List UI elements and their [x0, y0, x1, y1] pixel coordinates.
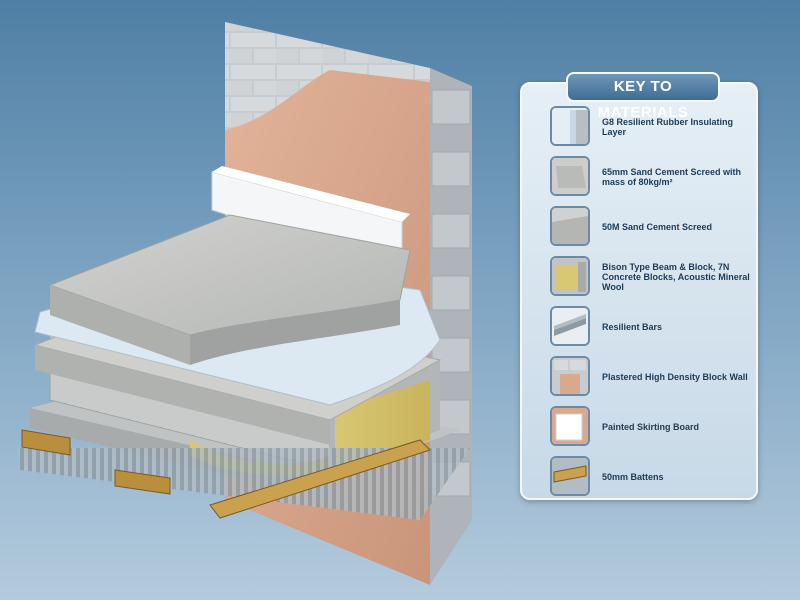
key-item-screed50: 50M Sand Cement Screed: [550, 206, 750, 248]
battens-icon: [550, 456, 590, 496]
ceiling-battens: [18, 429, 470, 520]
key-item-label: 65mm Sand Cement Screed with mass of 80k…: [602, 167, 742, 187]
key-item-label: 50M Sand Cement Screed: [602, 222, 713, 232]
key-item-label: Painted Skirting Board: [602, 422, 700, 432]
key-title: KEY TO MATERIALS: [566, 72, 720, 121]
key-item-bars: Resilient Bars: [550, 306, 750, 348]
key-item-rubber: G8 Resilient Rubber Insulating Layer: [550, 106, 750, 148]
key-item-label: Bison Type Beam & Block, 7N Concrete Blo…: [602, 262, 750, 292]
key-item-label: G8 Resilient Rubber Insulating Layer: [602, 117, 734, 137]
block-wall-icon: [550, 356, 590, 396]
key-item-label: 50mm Battens: [602, 472, 664, 482]
screed-65mm-icon: [550, 156, 590, 196]
key-item-battens: 50mm Battens: [550, 456, 750, 498]
screed-and-rubber-layers: [33, 214, 442, 445]
key-item-wall: Plastered High Density Block Wall: [550, 356, 750, 398]
beam-block-icon: [550, 256, 590, 296]
rubber-layer-icon: [550, 106, 590, 146]
screed-50m-icon: [550, 206, 590, 246]
key-item-label: Resilient Bars: [602, 322, 663, 332]
key-to-materials-panel: KEY TO MATERIALS G8 Resilient Rubber Ins…: [520, 72, 758, 500]
resilient-bars-icon: [550, 306, 590, 346]
key-item-beamblock: Bison Type Beam & Block, 7N Concrete Blo…: [550, 256, 750, 298]
key-item-skirting: Painted Skirting Board: [550, 406, 750, 448]
skirting-board-icon: [550, 406, 590, 446]
key-item-screed65: 65mm Sand Cement Screed with mass of 80k…: [550, 156, 750, 198]
key-item-label: Plastered High Density Block Wall: [602, 372, 748, 382]
